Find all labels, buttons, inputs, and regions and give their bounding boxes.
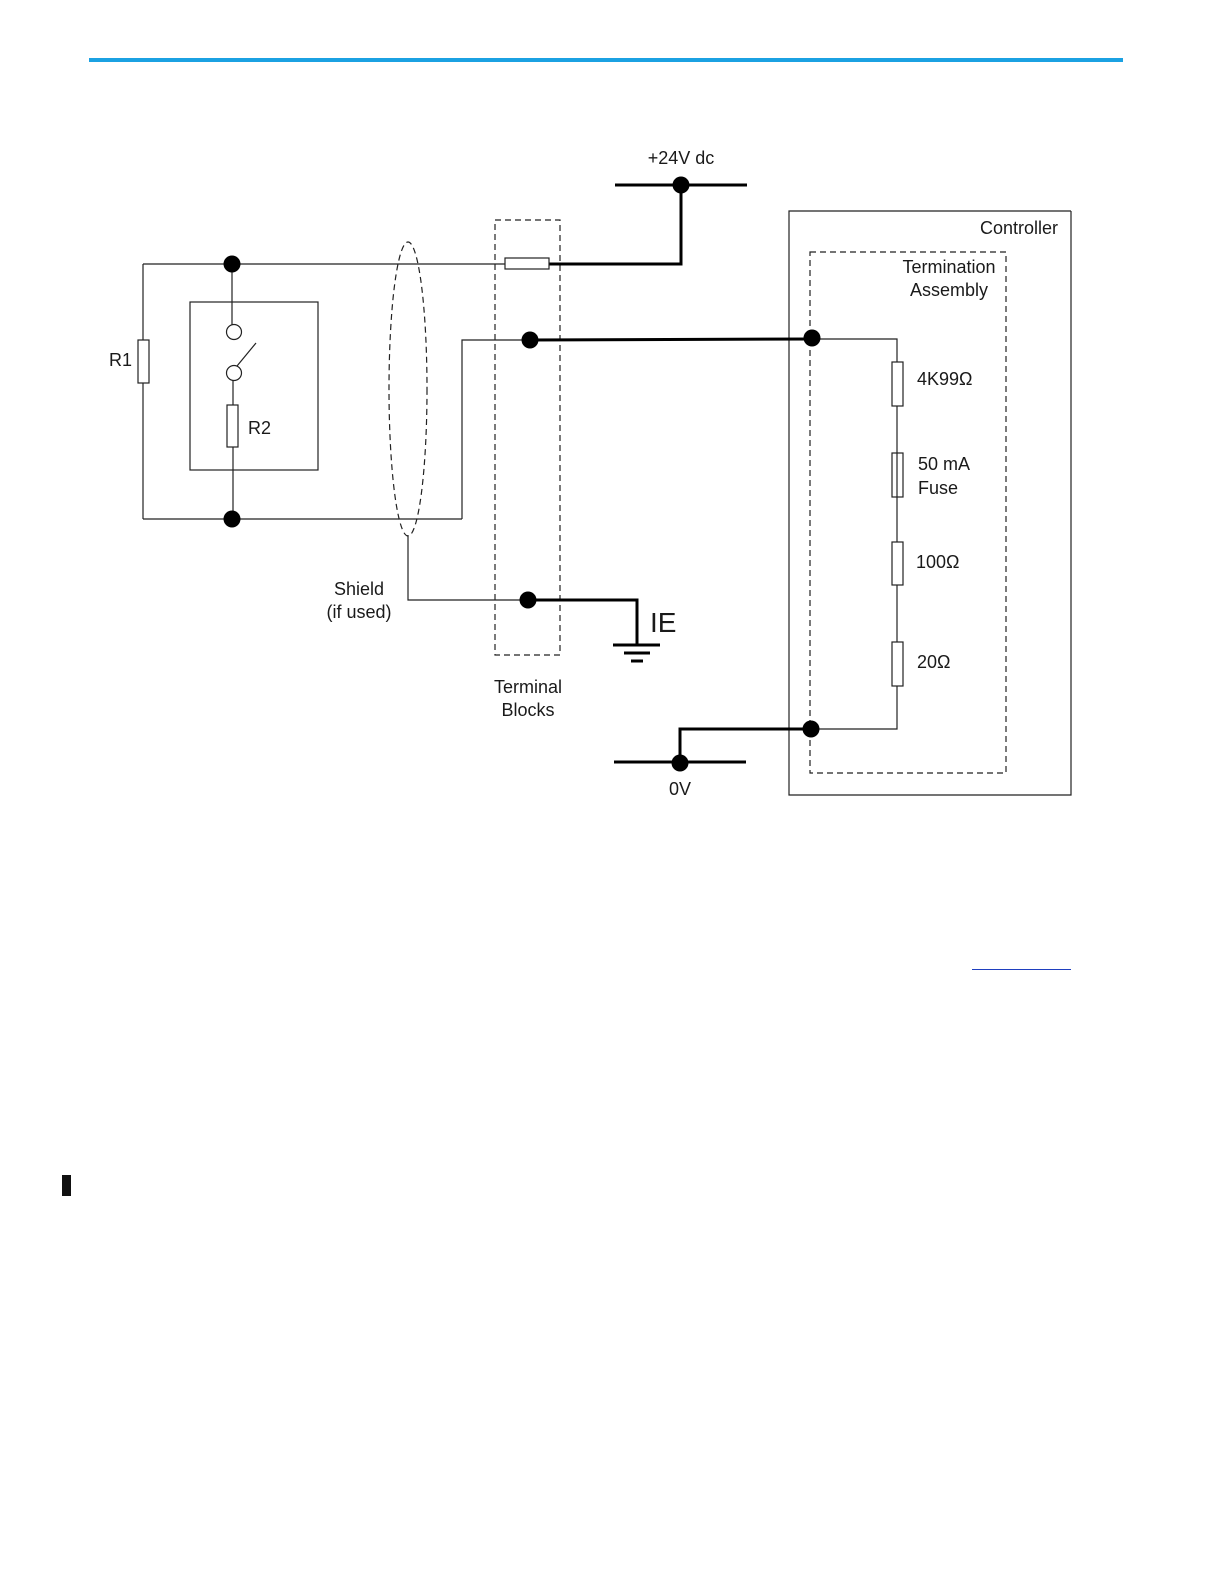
shield-drain — [408, 535, 528, 600]
internal-top-wire — [812, 339, 897, 362]
return-wire — [462, 340, 530, 519]
heavy-wires — [528, 185, 812, 762]
dashed-enclosures — [389, 220, 1006, 773]
device-enclosure — [190, 302, 318, 470]
link-underline[interactable] — [972, 969, 1071, 970]
resistor-100 — [892, 542, 903, 585]
internal-chain-4 — [811, 686, 897, 729]
junction-bottom-left — [224, 511, 241, 528]
label-fuse-1: 50 mA — [918, 454, 970, 474]
label-0v: 0V — [669, 779, 691, 799]
label-shield-1: Shield — [334, 579, 384, 599]
label-fuse-2: Fuse — [918, 478, 958, 498]
junction-supply — [673, 177, 690, 194]
label-supply: +24V dc — [648, 148, 715, 168]
label-terminal-1: Terminal — [494, 677, 562, 697]
components — [138, 258, 903, 686]
junction-top-left — [224, 256, 241, 273]
switch-contact-top — [227, 325, 242, 340]
resistor-4k99 — [892, 362, 903, 406]
junction-controller-input — [804, 330, 821, 347]
label-termination-1: Termination — [902, 257, 995, 277]
termination-assembly-outline — [810, 252, 1006, 773]
label-r1: R1 — [109, 350, 132, 370]
label-20: 20Ω — [917, 652, 950, 672]
label-100: 100Ω — [916, 552, 960, 572]
label-r2: R2 — [248, 418, 271, 438]
junction-terminal-earth — [520, 592, 537, 609]
label-terminal-2: Blocks — [501, 700, 554, 720]
junction-0v — [672, 755, 689, 772]
label-shield-2: (if used) — [326, 602, 391, 622]
zero-volt-wire — [680, 729, 811, 762]
resistor-r2 — [227, 405, 238, 447]
junction-terminal-signal — [522, 332, 539, 349]
resistor-20 — [892, 642, 903, 686]
fuse-terminal — [505, 258, 549, 269]
signal-wire — [530, 339, 812, 340]
switch-contact-bottom — [227, 366, 242, 381]
junction-controller-0v — [803, 721, 820, 738]
supply-drop — [549, 185, 681, 264]
label-controller: Controller — [980, 218, 1058, 238]
label-4k99: 4K99Ω — [917, 369, 973, 389]
change-bar — [62, 1175, 71, 1196]
label-earth: IE — [650, 607, 676, 638]
earth-wire — [528, 600, 637, 644]
terminal-blocks-outline — [495, 220, 560, 655]
resistor-r1 — [138, 340, 149, 383]
shield-outline — [389, 242, 427, 536]
switch-blade — [237, 343, 256, 366]
labels: +24V dc Controller Termination Assembly … — [109, 148, 1058, 799]
label-termination-2: Assembly — [910, 280, 988, 300]
